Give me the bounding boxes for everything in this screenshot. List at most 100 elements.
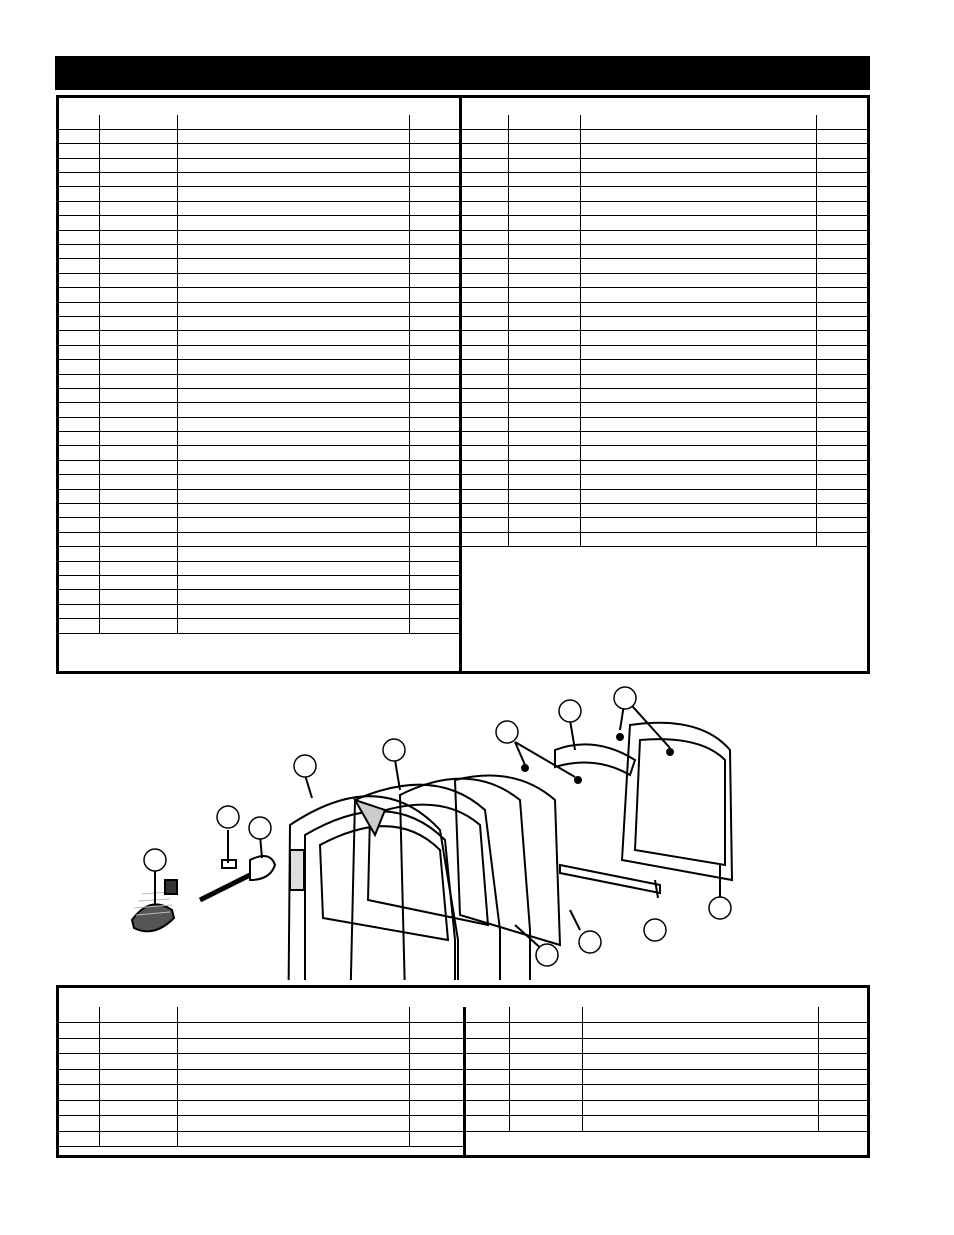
parts-table-row [59, 158, 459, 174]
parts-table-cell [580, 489, 817, 505]
parts-table-cell [580, 258, 817, 274]
parts-table-row [462, 244, 867, 260]
parts-table-cell [509, 1069, 583, 1085]
parts-table-row [59, 230, 459, 246]
parts-table-cell [409, 618, 459, 634]
parts-table-cell [59, 1131, 100, 1147]
parts-table-cell [508, 374, 581, 389]
parts-table-cell [59, 129, 100, 145]
parts-table-cell [99, 201, 178, 217]
parts-table-cell [580, 374, 817, 389]
parts-table-cell [177, 388, 410, 404]
parts-table-cell [99, 445, 178, 461]
callout-marker [495, 720, 519, 744]
parts-table-cell [462, 172, 509, 188]
parts-table-row [59, 1084, 463, 1101]
parts-table-cell [409, 604, 459, 620]
callout-marker [382, 738, 406, 762]
parts-table-cell [59, 532, 100, 548]
parts-table-cell [462, 517, 509, 533]
parts-table-cell [508, 158, 581, 174]
parts-table-cell [508, 230, 581, 246]
parts-table-cell [580, 215, 817, 231]
parts-table-cell [177, 115, 410, 130]
parts-table-cell [99, 302, 178, 317]
parts-table-cell [59, 445, 100, 461]
parts-table-row [59, 316, 459, 332]
rear-mounting-plate [620, 721, 734, 882]
parts-table-cell [99, 345, 178, 361]
parts-table-cell [177, 604, 410, 620]
parts-table-cell [462, 330, 509, 346]
parts-table-cell [99, 503, 178, 519]
parts-table-cell [99, 575, 178, 591]
parts-table-cell [580, 201, 817, 217]
parts-table-cell [508, 115, 581, 130]
parts-table-cell [59, 143, 100, 159]
parts-table-cell [409, 258, 459, 274]
parts-table-cell [177, 287, 410, 303]
parts-table-cell [462, 445, 509, 461]
parts-table-cell [462, 115, 509, 130]
parts-table-cell [177, 273, 410, 289]
parts-table-cell [508, 460, 581, 476]
parts-table-cell [177, 489, 410, 505]
parts-table-cell [99, 374, 178, 389]
parts-table-cell [462, 431, 509, 447]
parts-table-row [462, 503, 867, 519]
parts-table-cell [508, 215, 581, 231]
parts-table-cell [580, 460, 817, 476]
parts-table-cell [177, 143, 410, 159]
parts-table-cell [409, 172, 459, 188]
parts-table-cell [508, 402, 581, 418]
parts-table-cell [59, 244, 100, 260]
parts-table-row [466, 1115, 867, 1132]
parts-table-cell [816, 374, 867, 389]
parts-table-row [59, 402, 459, 418]
parts-table-row [462, 445, 867, 461]
callout-marker [613, 686, 637, 710]
callout-marker [535, 943, 559, 967]
parts-table-cell [816, 258, 867, 274]
parts-table-cell [816, 489, 867, 505]
parts-table-cell [99, 273, 178, 289]
parts-table-cell [409, 1069, 463, 1085]
parts-table-row [59, 517, 459, 533]
parts-table-row [462, 345, 867, 361]
parts-table-row [59, 302, 459, 317]
parts-table-cell [462, 474, 509, 490]
parts-table-cell [409, 489, 459, 505]
parts-table-cell [409, 302, 459, 317]
parts-table-cell [816, 460, 867, 476]
parts-table-cell [409, 517, 459, 533]
parts-table-cell [816, 316, 867, 332]
parts-table-cell [466, 1022, 510, 1039]
door-front-frame [287, 795, 459, 980]
parts-table-cell [462, 402, 509, 418]
parts-table-cell [59, 604, 100, 620]
parts-table-cell [508, 330, 581, 346]
parts-table-cell [59, 1053, 100, 1070]
parts-table-row [462, 143, 867, 159]
parts-table-cell [580, 244, 817, 260]
parts-table-cell [99, 417, 178, 433]
parts-table-cell [99, 402, 178, 418]
parts-table-cell [508, 143, 581, 159]
parts-table-cell [816, 215, 867, 231]
parts-table-cell [816, 186, 867, 202]
parts-table-row [466, 1084, 867, 1101]
parts-table-cell [59, 273, 100, 289]
parts-table-row [466, 1100, 867, 1116]
parts-table-cell [816, 417, 867, 433]
parts-table-cell [508, 388, 581, 404]
parts-table-cell [177, 158, 410, 174]
parts-table-cell [462, 158, 509, 174]
parts-table-cell [177, 215, 410, 231]
parts-table-cell [462, 503, 509, 519]
parts-table-cell [816, 230, 867, 246]
parts-table-cell [580, 359, 817, 375]
parts-table-cell [508, 474, 581, 490]
callout-marker [293, 754, 317, 778]
parts-table-row [59, 129, 459, 145]
lower-left-parts-table [59, 1007, 463, 1147]
